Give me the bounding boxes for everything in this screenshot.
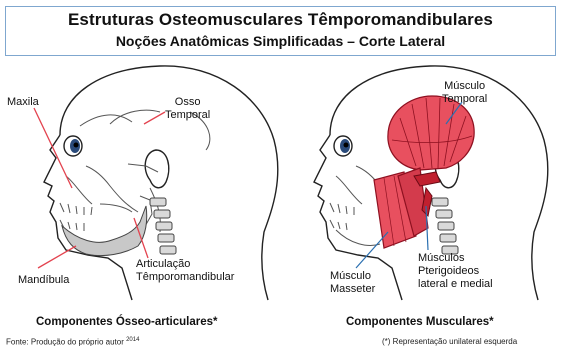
left-mandible-shape [62, 206, 147, 256]
label-pterigoideos: Músculos Pterigoideos lateral e medial [418, 252, 493, 291]
left-skull-bones [60, 110, 210, 236]
label-articulacao: Articulação Têmporomandibular [136, 258, 234, 284]
caption-right: Componentes Musculares* [346, 316, 494, 328]
label-musculo-temporal: Músculo Temporal [442, 80, 487, 106]
footer-note: (*) Representação unilateral esquerda [382, 337, 517, 346]
right-skull-bones [330, 166, 380, 245]
label-musculo-masseter: Músculo Masseter [330, 270, 375, 296]
caption-left: Componentes Ósseo-articulares* [36, 316, 218, 328]
left-eye-icon [64, 136, 82, 156]
left-cervical-spine [150, 198, 176, 254]
footer-source: Fonte: Produção do próprio autor 2014 [6, 337, 139, 347]
right-eye-icon [334, 136, 352, 156]
right-cervical-spine [432, 198, 458, 254]
temporal-muscle-shape [388, 96, 474, 170]
label-mandibula: Mandíbula [18, 274, 69, 287]
label-maxila: Maxila [7, 96, 39, 109]
label-osso-temporal: Osso Temporal [165, 96, 210, 122]
